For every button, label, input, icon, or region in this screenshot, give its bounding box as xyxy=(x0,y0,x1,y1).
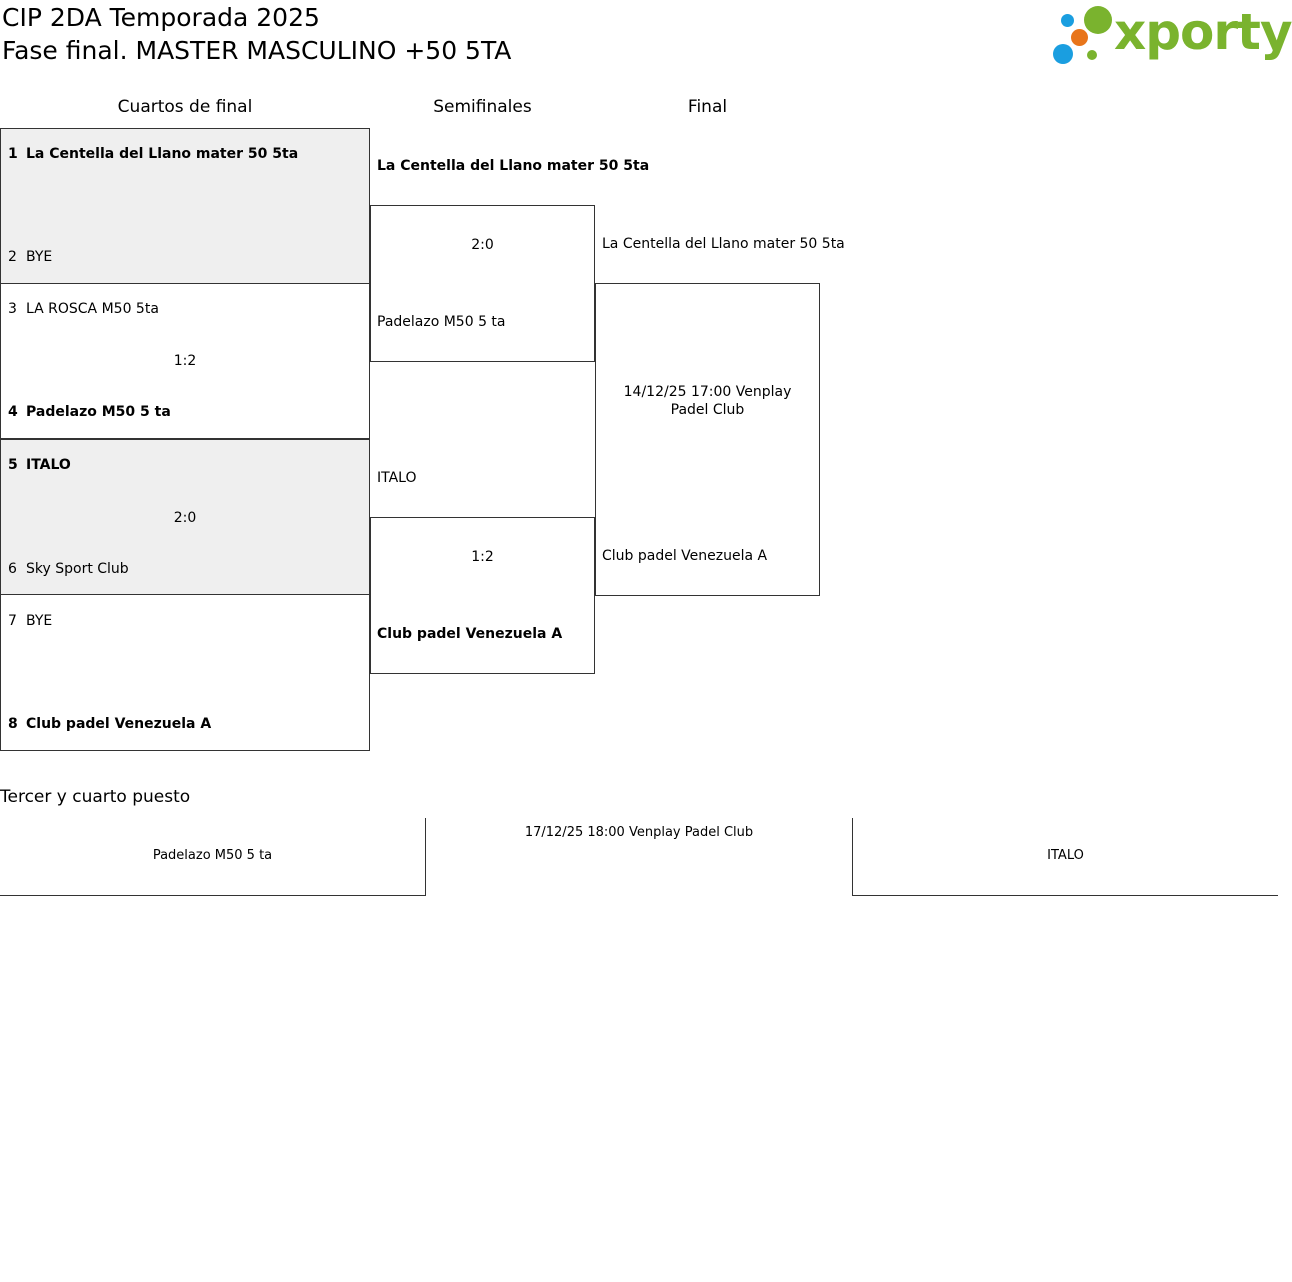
final-away-team: Club padel Venezuela A xyxy=(602,548,768,564)
final-schedule: 14/12/25 17:00 Venplay Padel Club xyxy=(623,384,792,418)
final-match[interactable]: 14/12/25 17:00 Venplay Padel Club Club p… xyxy=(595,283,820,596)
third-place-away[interactable]: ITALO xyxy=(852,818,1278,896)
semifinal-match-2[interactable]: 1:2 Club padel Venezuela A xyxy=(370,517,595,674)
logo-dot-blue-small-icon xyxy=(1061,14,1074,27)
xporty-logo[interactable]: xporty xyxy=(1050,3,1292,68)
tournament-title: CIP 2DA Temporada 2025 xyxy=(2,3,320,32)
sf1-away-team: Padelazo M50 5 ta xyxy=(377,314,506,330)
third-place-away-team: ITALO xyxy=(1047,848,1084,863)
logo-dot-green-icon xyxy=(1084,6,1112,34)
sf2-home-team[interactable]: ITALO xyxy=(377,470,417,486)
sf2-away-team: Club padel Venezuela A xyxy=(377,626,563,642)
logo-text: xporty xyxy=(1114,3,1292,61)
logo-dot-green-small-icon xyxy=(1087,50,1097,60)
qf2-score: 1:2 xyxy=(173,353,197,369)
third-place-schedule: 17/12/25 18:00 Venplay Padel Club xyxy=(524,825,754,840)
logo-dot-orange-icon xyxy=(1071,29,1088,46)
qf3-score: 2:0 xyxy=(173,510,197,526)
round-heading-semifinals: Semifinales xyxy=(433,97,532,117)
sf1-score: 2:0 xyxy=(471,237,494,253)
sf2-score: 1:2 xyxy=(471,549,494,565)
round-heading-quarterfinals: Cuartos de final xyxy=(117,97,253,117)
round-heading-final: Final xyxy=(687,97,728,117)
third-place-heading: Tercer y cuarto puesto xyxy=(0,787,191,807)
semifinal-match-1[interactable]: 2:0 Padelazo M50 5 ta xyxy=(370,205,595,362)
third-place-home-team: Padelazo M50 5 ta xyxy=(152,848,273,863)
final-home-team[interactable]: La Centella del Llano mater 50 5ta xyxy=(602,236,845,252)
logo-dot-blue-large-icon xyxy=(1053,44,1073,64)
third-place-home[interactable]: Padelazo M50 5 ta xyxy=(0,818,426,896)
sf1-home-team[interactable]: La Centella del Llano mater 50 5ta xyxy=(377,158,650,174)
phase-title: Fase final. MASTER MASCULINO +50 5TA xyxy=(2,36,512,65)
